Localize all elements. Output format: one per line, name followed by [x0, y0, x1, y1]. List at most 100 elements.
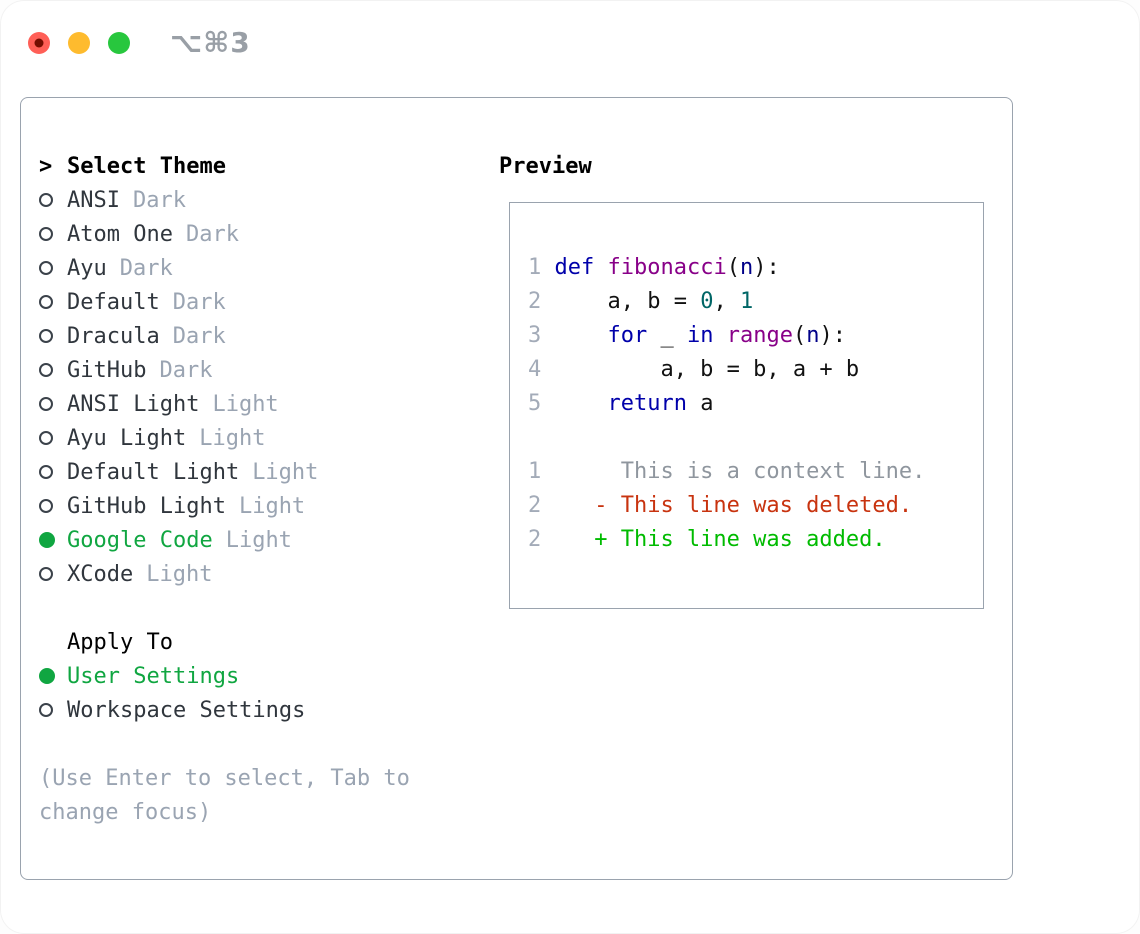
- cursor-icon: >: [39, 153, 53, 179]
- radio-circle: [39, 397, 53, 411]
- code-token: 1: [739, 289, 754, 314]
- code-line: 4 a, b = b, a + b: [528, 353, 983, 387]
- code-token: a, b =: [554, 289, 701, 314]
- code-token: range: [726, 323, 793, 348]
- theme-variant-badge: Light: [252, 459, 319, 485]
- line-number: 2: [528, 289, 542, 314]
- apply-option-label: User Settings: [67, 663, 240, 689]
- diff-preview-block: 1 This is a context line.2 - This line w…: [528, 455, 983, 557]
- radio-unselected-icon: [39, 465, 67, 479]
- theme-name: Ayu: [67, 255, 107, 281]
- maximize-button[interactable]: [108, 31, 130, 54]
- theme-variant-badge: Dark: [172, 289, 226, 315]
- radio-circle: [39, 567, 53, 581]
- theme-option-default-light-light[interactable]: Default Light Light: [39, 455, 410, 489]
- theme-option-ansi-light-light[interactable]: ANSI Light Light: [39, 387, 410, 421]
- radio-circle: [39, 193, 53, 207]
- radio-unselected-icon: [39, 363, 67, 377]
- preview-pane: 1 def fibonacci( n): 2 a, b = 0, 1 3 for _ i…: [509, 202, 984, 609]
- code-token: return: [607, 391, 687, 416]
- diff-line-deleted: 2 - This line was deleted.: [528, 489, 983, 523]
- code-token: def: [554, 255, 595, 280]
- theme-name: GitHub: [67, 357, 147, 383]
- code-token: in: [686, 323, 714, 348]
- theme-variant-badge: Light: [199, 425, 266, 451]
- theme-name: ANSI Light: [67, 391, 200, 417]
- diff-line-context: 1 This is a context line.: [528, 455, 983, 489]
- code-token: n: [806, 323, 820, 348]
- theme-name: Dracula: [67, 323, 160, 349]
- theme-variant-badge: Dark: [119, 255, 173, 281]
- radio-circle: [39, 465, 53, 479]
- apply-option-user-settings[interactable]: User Settings: [39, 659, 410, 693]
- code-token: ,: [713, 289, 740, 314]
- code-token: [713, 323, 726, 348]
- radio-unselected-icon: [39, 499, 67, 513]
- theme-name: Google Code: [67, 527, 213, 553]
- theme-option-github-light-light[interactable]: GitHub Light Light: [39, 489, 410, 523]
- radio-circle: [39, 295, 53, 309]
- theme-variant-badge: Dark: [159, 357, 213, 383]
- hint-text-line-2: change focus): [39, 799, 212, 825]
- close-button[interactable]: [28, 31, 50, 54]
- theme-variant-badge: Light: [146, 561, 213, 587]
- code-line: 2 a, b = 0, 1: [528, 285, 983, 319]
- radio-unselected-icon: [39, 703, 67, 717]
- radio-circle: [39, 329, 53, 343]
- select-theme-header: > Select Theme: [39, 149, 410, 183]
- apply-option-workspace-settings[interactable]: Workspace Settings: [39, 693, 410, 727]
- theme-option-xcode-light[interactable]: XCode Light: [39, 557, 410, 591]
- radio-unselected-icon: [39, 295, 67, 309]
- theme-name: ANSI: [67, 187, 120, 213]
- radio-circle: [39, 431, 53, 445]
- apply-to-title: Apply To: [67, 629, 173, 655]
- line-number: 3: [528, 323, 542, 348]
- spacer: [39, 727, 410, 761]
- code-preview-block: 1 def fibonacci( n): 2 a, b = 0, 1 3 for _ i…: [528, 251, 983, 421]
- diff-text: + This line was added.: [554, 527, 886, 552]
- close-button-dot: [34, 38, 44, 47]
- radio-selected-icon: [39, 668, 67, 684]
- theme-variant-badge: Light: [212, 391, 279, 417]
- diff-line-added: 2 + This line was added.: [528, 523, 983, 557]
- theme-name: Default: [67, 289, 160, 315]
- theme-option-ayu-dark[interactable]: Ayu Dark: [39, 251, 410, 285]
- radio-unselected-icon: [39, 397, 67, 411]
- theme-option-ansi-dark[interactable]: ANSI Dark: [39, 183, 410, 217]
- theme-name: XCode: [67, 561, 134, 587]
- select-theme-title: Select Theme: [67, 153, 226, 179]
- theme-option-default-dark[interactable]: Default Dark: [39, 285, 410, 319]
- apply-option-label: Workspace Settings: [67, 697, 306, 723]
- line-number: 4: [528, 357, 542, 382]
- theme-variant-badge: Dark: [132, 187, 186, 213]
- radio-circle: [39, 532, 55, 548]
- code-token: [554, 323, 607, 348]
- minimize-button[interactable]: [68, 31, 90, 54]
- theme-name: Atom One: [67, 221, 173, 247]
- radio-selected-icon: [39, 532, 67, 548]
- preview-title: Preview: [499, 153, 592, 179]
- code-token: fibonacci: [607, 255, 727, 280]
- theme-name: GitHub Light: [67, 493, 226, 519]
- radio-circle: [39, 703, 53, 717]
- spacer: [39, 591, 410, 625]
- line-number: 2: [528, 527, 542, 552]
- theme-option-github-dark[interactable]: GitHub Dark: [39, 353, 410, 387]
- radio-unselected-icon: [39, 329, 67, 343]
- code-token: for: [607, 323, 648, 348]
- code-token: (: [726, 255, 740, 280]
- theme-variant-badge: Light: [238, 493, 306, 519]
- theme-name: Default Light: [67, 459, 240, 485]
- code-token: _: [647, 323, 687, 348]
- radio-circle: [39, 227, 53, 241]
- code-token: [594, 255, 607, 280]
- diff-text: This is a context line.: [554, 459, 926, 484]
- radio-circle: [39, 668, 55, 684]
- code-token: ):: [753, 255, 780, 280]
